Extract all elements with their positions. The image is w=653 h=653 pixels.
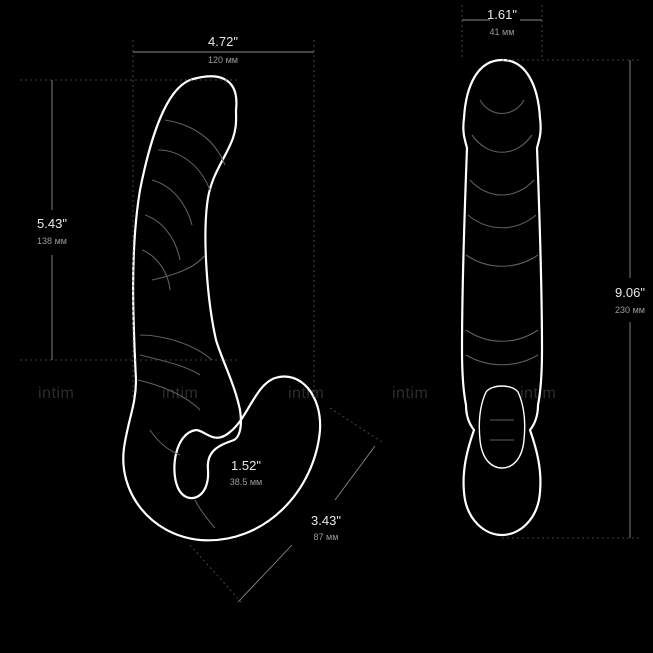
watermark-text: intim — [38, 385, 74, 402]
height-inch-label: 5.43" — [37, 216, 67, 231]
length-metric-label: 230 мм — [615, 305, 645, 315]
diameter-inch-label: 1.61" — [487, 7, 517, 22]
watermark-text: intim — [520, 385, 556, 402]
height-metric-label: 138 мм — [37, 236, 67, 246]
front-view-outline — [460, 58, 544, 537]
front-view — [460, 58, 544, 537]
length-inch-label: 9.06" — [615, 285, 645, 300]
side-view — [122, 75, 322, 542]
watermark-text: intim — [162, 385, 198, 402]
bulb-length-inch-label: 3.43" — [311, 513, 341, 528]
width-inch-label: 4.72" — [208, 34, 238, 49]
diameter-metric-label: 41 мм — [490, 27, 515, 37]
side-view-outline — [122, 75, 322, 542]
dimension-lines — [20, 5, 640, 604]
watermark-band: intim intim intim intim intim — [38, 385, 556, 402]
dimension-labels: 4.72" 120 мм 5.43" 138 мм 1.52" 38.5 мм … — [37, 7, 645, 542]
bulb-width-metric-label: 38.5 мм — [230, 477, 262, 487]
bulb-width-inch-label: 1.52" — [231, 458, 261, 473]
width-metric-label: 120 мм — [208, 55, 238, 65]
bulb-length-metric-label: 87 мм — [314, 532, 339, 542]
watermark-text: intim — [392, 385, 428, 402]
